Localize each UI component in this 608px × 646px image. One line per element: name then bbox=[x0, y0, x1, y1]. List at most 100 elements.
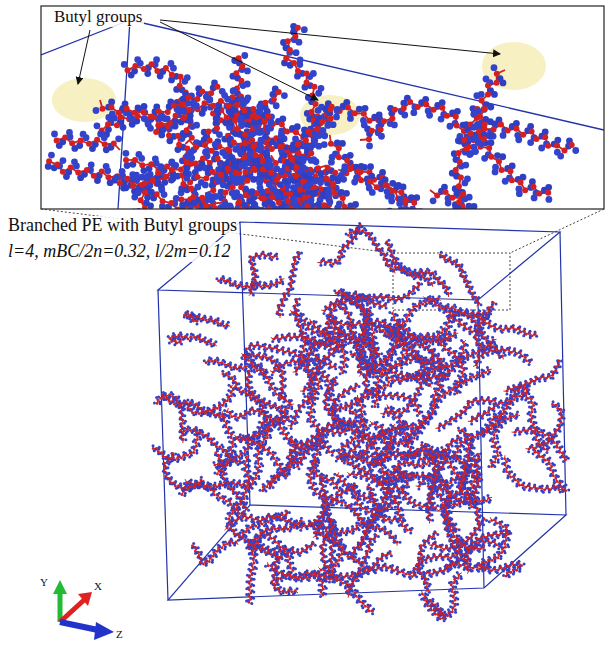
hydrogen-atom bbox=[266, 181, 273, 188]
carbon-atom bbox=[142, 189, 148, 195]
hydrogen-atom bbox=[273, 102, 280, 109]
carbon-atom bbox=[275, 212, 281, 218]
hydrogen-atom bbox=[531, 195, 538, 202]
hydrogen-atom bbox=[488, 139, 495, 146]
carbon-atom bbox=[260, 196, 266, 202]
bond bbox=[316, 219, 325, 222]
hydrogen-atom bbox=[134, 56, 141, 63]
carbon-atom bbox=[362, 218, 368, 224]
carbon-atom bbox=[243, 192, 249, 198]
carbon-atom bbox=[117, 180, 123, 186]
hydrogen-atom bbox=[205, 192, 212, 199]
bond bbox=[414, 212, 421, 218]
hydrogen-atom bbox=[257, 184, 264, 191]
carbon-atom bbox=[499, 167, 505, 173]
carbon-atom bbox=[389, 188, 395, 194]
hydrogen-atom bbox=[230, 87, 237, 94]
carbon-atom bbox=[235, 126, 241, 132]
hydrogen-atom bbox=[279, 115, 286, 122]
hydrogen-atom bbox=[331, 212, 338, 219]
carbon-atom bbox=[114, 122, 120, 128]
bond bbox=[357, 218, 366, 221]
carbon-atom bbox=[522, 187, 528, 193]
hydrogen-atom bbox=[296, 39, 303, 46]
hydrogen-atom bbox=[334, 106, 341, 113]
carbon-atom bbox=[184, 160, 190, 166]
hydrogen-atom bbox=[131, 194, 138, 201]
carbon-atom bbox=[238, 78, 244, 84]
carbon-atom bbox=[265, 113, 271, 119]
carbon-atom bbox=[287, 47, 293, 53]
carbon-atom bbox=[225, 103, 231, 109]
hydrogen-atom bbox=[311, 137, 318, 144]
carbon-atom bbox=[310, 215, 316, 221]
bond bbox=[242, 218, 251, 219]
carbon-atom bbox=[340, 195, 346, 201]
carbon-atom bbox=[292, 33, 298, 39]
hydrogen-atom bbox=[438, 116, 445, 123]
carbon-atom bbox=[284, 129, 290, 135]
carbon-atom bbox=[166, 132, 172, 138]
bond bbox=[300, 212, 304, 220]
carbon-atom bbox=[260, 158, 266, 164]
carbon-atom bbox=[291, 60, 297, 66]
carbon-atom bbox=[239, 216, 245, 222]
carbon-atom bbox=[139, 162, 145, 168]
hydrogen-atom bbox=[301, 26, 308, 33]
hydrogen-atom bbox=[391, 122, 398, 129]
hydrogen-atom bbox=[187, 117, 194, 124]
carbon-atom bbox=[78, 137, 84, 143]
carbon-atom bbox=[358, 177, 364, 183]
hydrogen-atom bbox=[120, 124, 127, 131]
carbon-atom bbox=[315, 165, 321, 171]
bond bbox=[401, 214, 406, 221]
carbon-atom bbox=[296, 150, 302, 156]
carbon-atom bbox=[132, 157, 138, 163]
hydrogen-atom bbox=[233, 179, 240, 186]
hydrogen-atom bbox=[296, 217, 303, 224]
hydrogen-atom bbox=[257, 213, 264, 220]
hydrogen-atom bbox=[326, 199, 333, 206]
hydrogen-atom bbox=[306, 180, 313, 187]
hydrogen-atom bbox=[202, 149, 209, 156]
carbon-atom bbox=[193, 161, 199, 167]
carbon-atom bbox=[173, 113, 179, 119]
bond bbox=[292, 209, 300, 212]
hydrogen-atom bbox=[385, 193, 392, 200]
carbon-atom bbox=[276, 200, 282, 206]
hydrogen-atom bbox=[244, 68, 251, 75]
hydrogen-atom bbox=[336, 213, 343, 220]
carbon-atom bbox=[86, 141, 92, 147]
hydrogen-atom bbox=[320, 217, 327, 224]
carbon-atom bbox=[271, 96, 277, 102]
carbon-atom bbox=[536, 191, 542, 197]
carbon-atom bbox=[200, 156, 206, 162]
hydrogen-atom bbox=[124, 162, 131, 169]
carbon-atom bbox=[314, 126, 320, 132]
carbon-atom bbox=[374, 184, 380, 190]
carbon-atom bbox=[297, 187, 303, 193]
carbon-atom bbox=[411, 214, 417, 220]
hydrogen-atom bbox=[202, 182, 209, 189]
hydrogen-atom bbox=[289, 221, 296, 228]
carbon-atom bbox=[306, 129, 312, 135]
carbon-atom bbox=[215, 156, 221, 162]
hydrogen-atom bbox=[194, 184, 201, 191]
hydrogen-atom bbox=[241, 52, 248, 59]
hydrogen-atom bbox=[215, 178, 222, 185]
hydrogen-atom bbox=[273, 189, 280, 196]
carbon-atom bbox=[347, 166, 353, 172]
bond bbox=[226, 211, 235, 214]
carbon-atom bbox=[62, 135, 68, 141]
carbon-atom bbox=[322, 218, 328, 224]
carbon-atom bbox=[283, 55, 289, 61]
hydrogen-atom bbox=[340, 168, 347, 175]
carbon-atom bbox=[163, 174, 169, 180]
carbon-atom bbox=[250, 106, 256, 112]
hydrogen-atom bbox=[294, 123, 301, 130]
hydrogen-atom bbox=[103, 146, 110, 153]
hydrogen-atom bbox=[325, 191, 332, 198]
hydrogen-atom bbox=[317, 177, 324, 184]
carbon-atom bbox=[332, 215, 338, 221]
carbon-atom bbox=[407, 99, 413, 105]
